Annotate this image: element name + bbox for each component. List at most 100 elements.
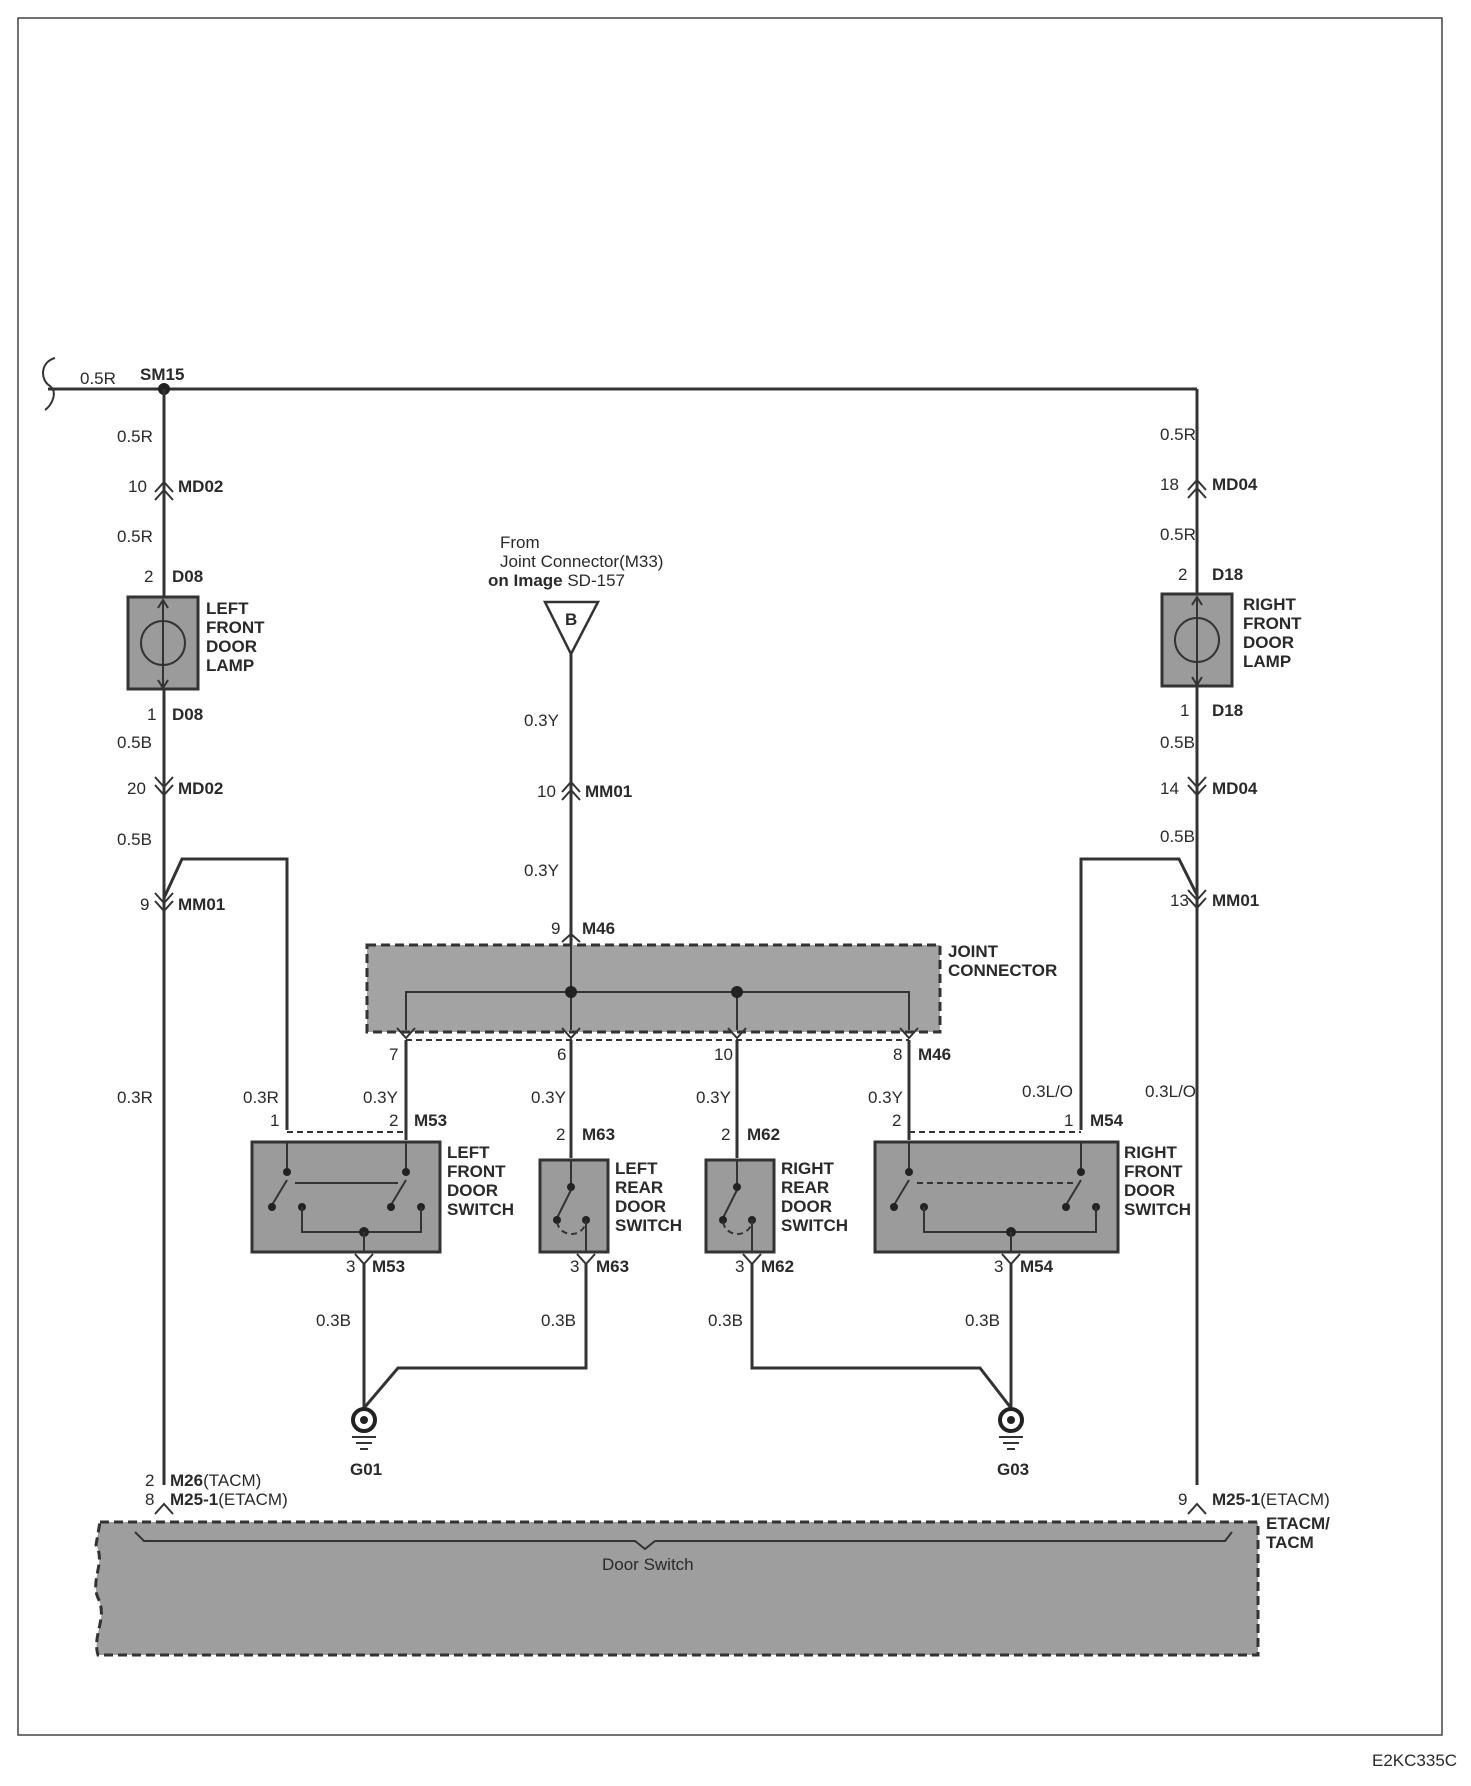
contact-dot: [553, 1216, 561, 1224]
connector-name: D18: [1212, 565, 1243, 584]
component-label: SWITCH: [781, 1216, 848, 1235]
wire-label: 0.3Y: [531, 1088, 566, 1107]
connector-symbol: [354, 1253, 374, 1266]
connector-pin: 13: [1170, 891, 1189, 910]
connector-pin: 1: [147, 705, 156, 724]
component-label: RIGHT: [781, 1159, 835, 1178]
component-label: LEFT: [447, 1143, 490, 1162]
connector-pin: 6: [557, 1045, 566, 1064]
connector-symbol: [1187, 776, 1207, 797]
connector-name: D08: [172, 567, 203, 586]
component-label: SWITCH: [615, 1216, 682, 1235]
connector-symbol: [1001, 1253, 1021, 1266]
contact-dot: [402, 1168, 410, 1176]
switch-return: [556, 1221, 587, 1235]
connector-pin: 9: [551, 919, 560, 938]
connector-symbol: [154, 1502, 174, 1515]
connector-name: M63: [596, 1257, 629, 1276]
connector-pin: 2: [144, 567, 153, 586]
connector-pin: 8: [145, 1490, 154, 1509]
connector-symbol: [742, 1253, 762, 1266]
component-label: DOOR: [447, 1181, 498, 1200]
switch-return: [722, 1221, 753, 1235]
ground-bars-icon: [352, 1436, 376, 1450]
connector-pin: 1: [1180, 701, 1189, 720]
connector-symbol: [561, 780, 581, 801]
lamp-filament-icon: [157, 598, 169, 690]
left-switch-branch: [162, 857, 289, 1130]
connector-symbol: [727, 1027, 747, 1040]
connector-name: MD02: [178, 779, 223, 798]
component-label: SWITCH: [1124, 1200, 1191, 1219]
contact-dot: [1062, 1203, 1070, 1211]
wire-label: 0.5R: [117, 527, 153, 546]
switch-contact-icon: [556, 1160, 572, 1219]
connector-pin: 7: [389, 1045, 398, 1064]
connector-pin: 3: [346, 1257, 355, 1276]
component-label: LAMP: [206, 656, 254, 675]
right-rear-door-switch: [704, 1158, 776, 1254]
switch-contact-icon: [271, 1142, 407, 1206]
component-label: DOOR: [1243, 633, 1294, 652]
contact-dot: [905, 1168, 913, 1176]
component-label: LEFT: [615, 1159, 658, 1178]
wire-label: 0.3Y: [868, 1088, 903, 1107]
wire-label: 0.3L/O: [1145, 1082, 1196, 1101]
contact-dot: [387, 1203, 395, 1211]
splice-label: SM15: [140, 365, 184, 384]
wire-label: 0.3L/O: [1022, 1082, 1073, 1101]
wire-label: 0.3B: [708, 1311, 743, 1330]
left-rear-door-switch: [538, 1158, 610, 1254]
component-label: RIGHT: [1243, 595, 1297, 614]
connector-symbol: [154, 892, 174, 913]
connector-pin: 3: [570, 1257, 579, 1276]
connector-name: MD02: [178, 477, 223, 496]
ground-label: G01: [350, 1460, 382, 1479]
ground-icon-center: [360, 1416, 368, 1424]
joint-node: [565, 986, 577, 998]
component-label: DOOR: [615, 1197, 666, 1216]
component-label: REAR: [781, 1178, 829, 1197]
connector-pin: 20: [127, 779, 146, 798]
component-label: LAMP: [1243, 652, 1291, 671]
connector-symbol: [561, 932, 581, 943]
contact-dot: [283, 1168, 291, 1176]
wire-label: 0.3Y: [696, 1088, 731, 1107]
connector-name: MM01: [1212, 891, 1259, 910]
wire-label: 0.5B: [1160, 827, 1195, 846]
contact-dot: [890, 1203, 898, 1211]
connector-symbol: [396, 1027, 416, 1040]
connector-name: MM01: [585, 782, 632, 801]
connector-pin: 2: [145, 1471, 154, 1490]
connector-pin: 2: [1178, 565, 1187, 584]
connector-name: M46: [918, 1045, 951, 1064]
connector-pin: 2: [389, 1111, 398, 1130]
connector-pin: 14: [1160, 779, 1179, 798]
reference-flag: [542, 600, 601, 657]
reference-text: on Image SD-157: [488, 571, 625, 590]
wire-label: 0.3Y: [524, 861, 559, 880]
joint-connector-box: [365, 943, 942, 1034]
wire-label: 0.3Y: [524, 711, 559, 730]
contact-dot: [567, 1183, 575, 1191]
joint-bus-bar: [405, 991, 910, 1030]
connector-pin: 2: [892, 1111, 901, 1130]
connector-name: M62: [747, 1125, 780, 1144]
wire-label: 0.5R: [117, 427, 153, 446]
component-label: FRONT: [206, 618, 265, 637]
contact-dot: [733, 1183, 741, 1191]
connector-symbol: [899, 1027, 919, 1040]
wire-label: 0.5B: [117, 733, 152, 752]
door-switch-brace: [134, 1531, 1233, 1551]
switch-contact-icon: [722, 1160, 738, 1219]
connector-name: M54: [1020, 1257, 1054, 1276]
contact-dot: [268, 1203, 276, 1211]
connector-symbol: [154, 776, 174, 797]
left-front-door-switch: [250, 1140, 442, 1254]
connector-pin: 2: [721, 1125, 730, 1144]
connector-name: MM01: [178, 895, 225, 914]
wire-label: 0.3B: [965, 1311, 1000, 1330]
component-label: DOOR: [206, 637, 257, 656]
ground-icon-center: [1007, 1416, 1015, 1424]
connector-pin: 8: [893, 1045, 902, 1064]
